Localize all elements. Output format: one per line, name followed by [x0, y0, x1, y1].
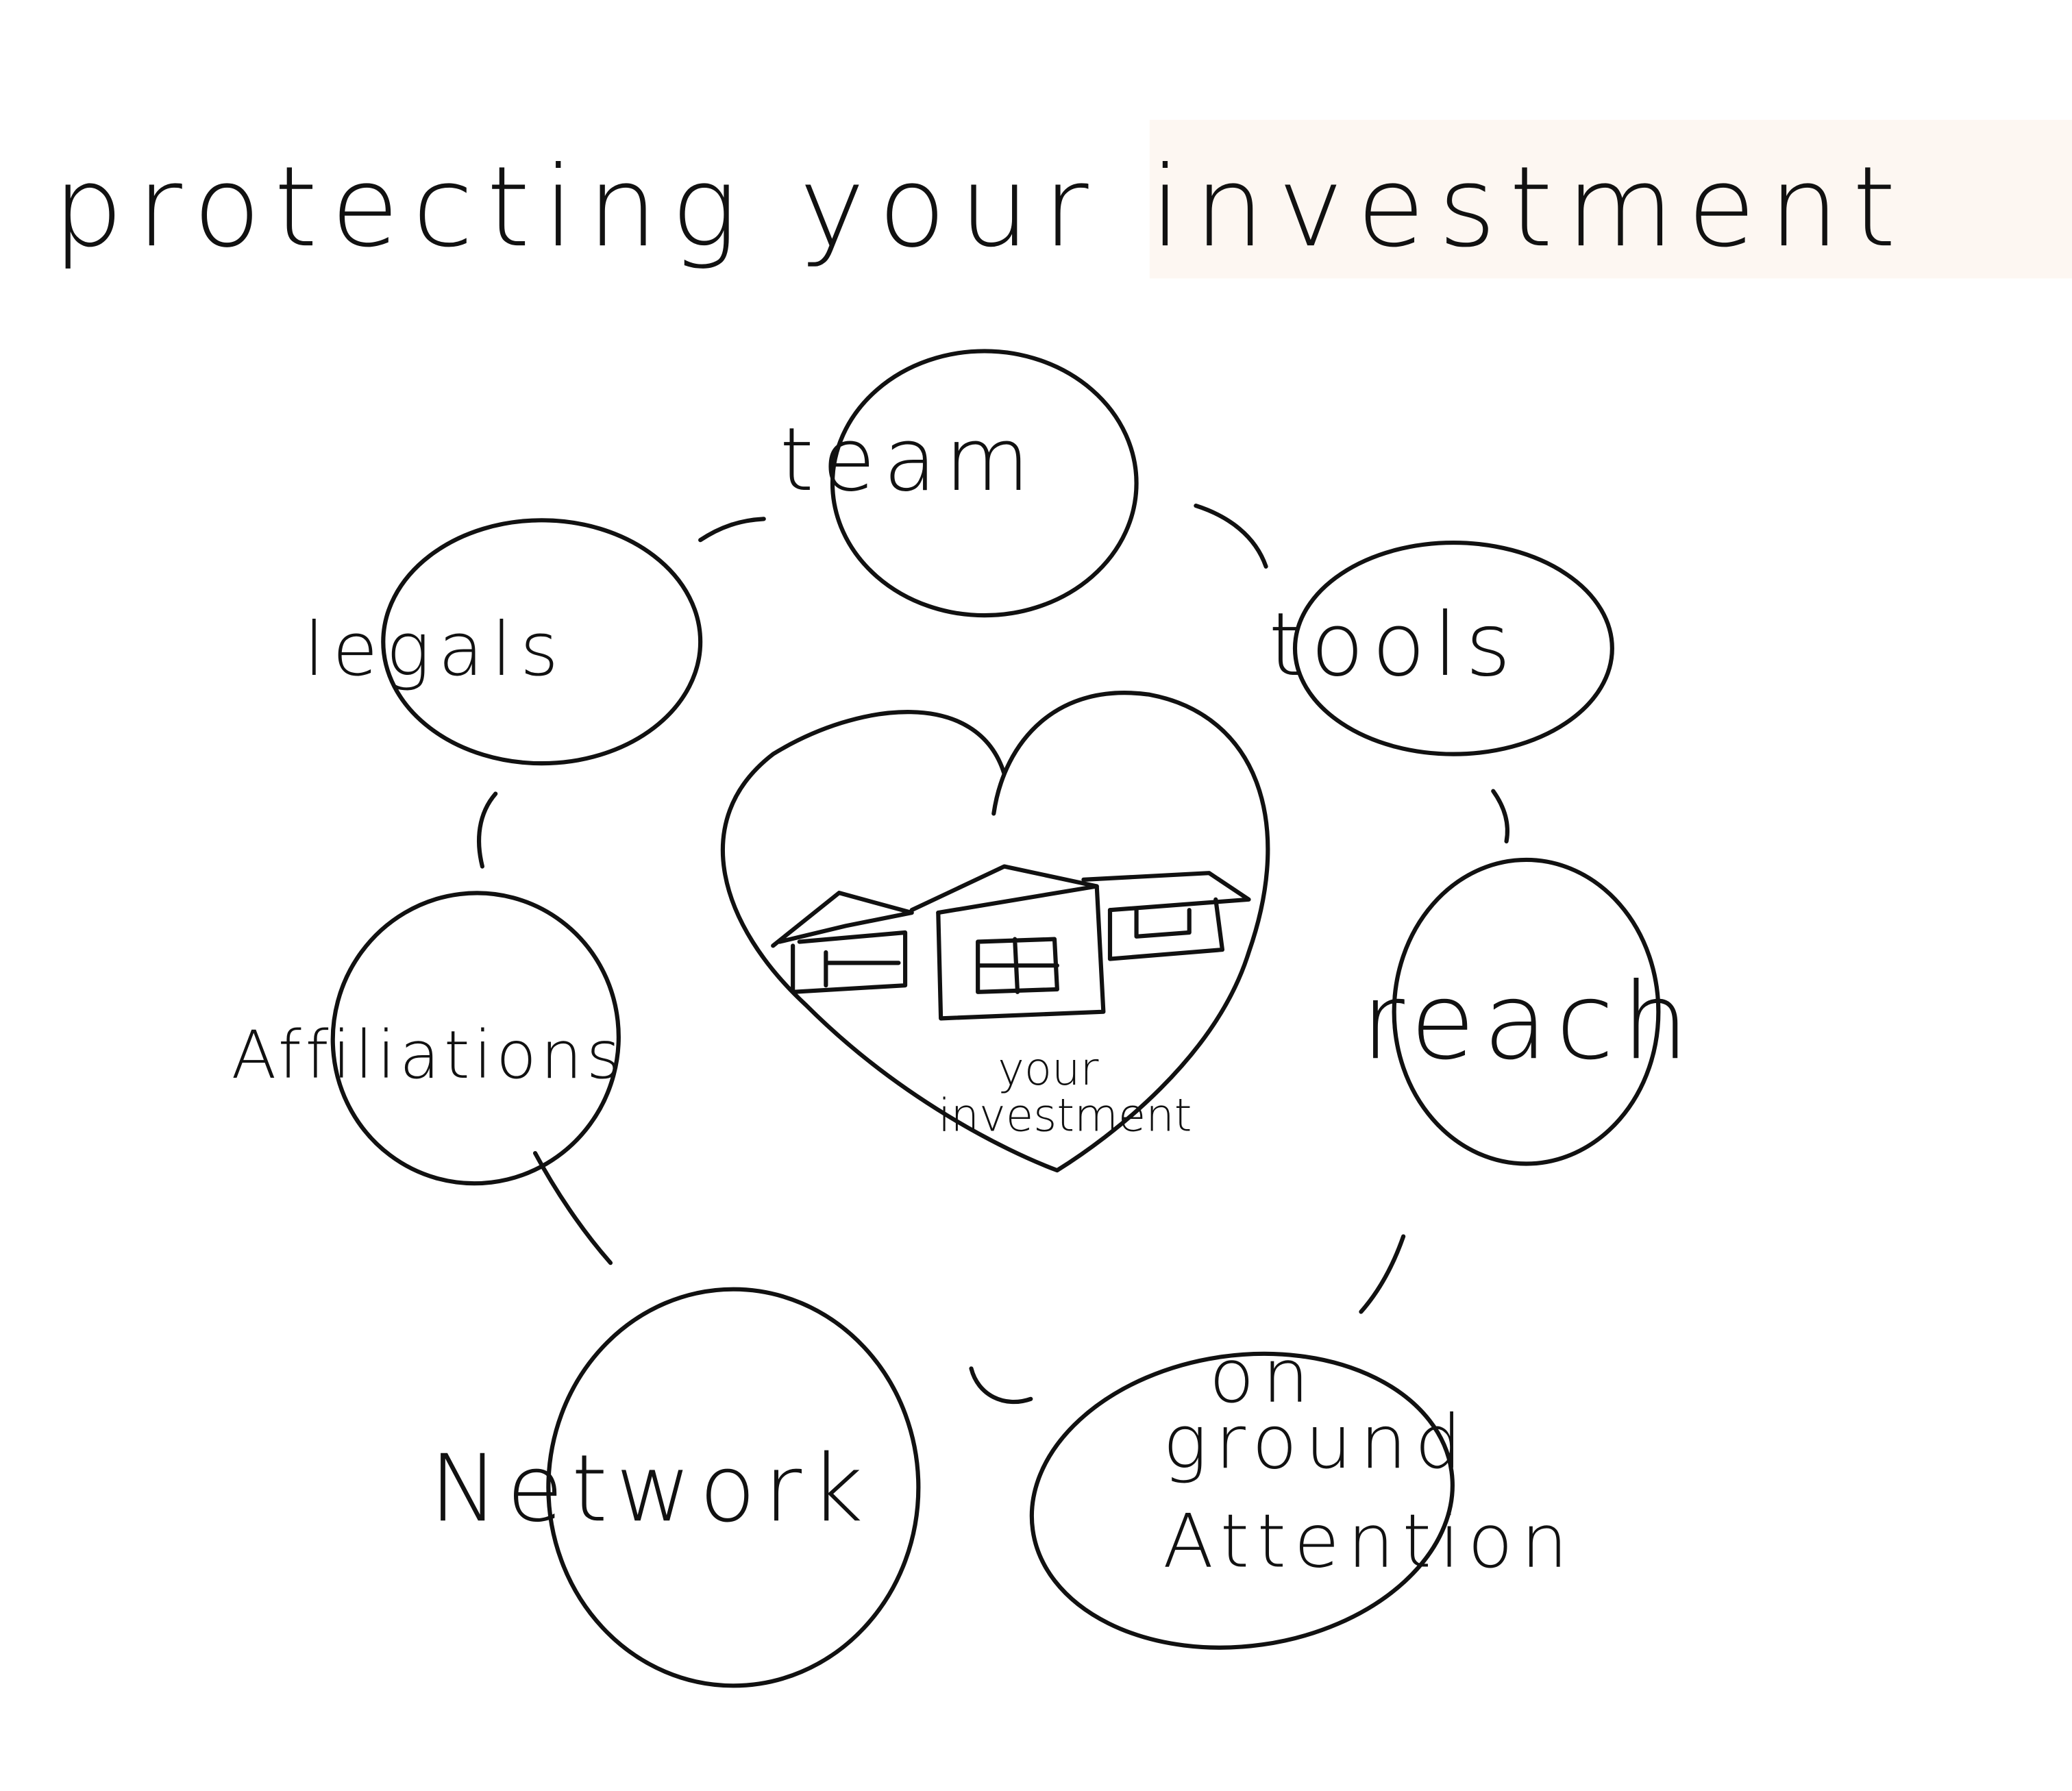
tools-circle [1292, 540, 1614, 756]
team-circle [830, 349, 1139, 618]
connector-attention-network [969, 1366, 1033, 1405]
legals-label: legals [304, 607, 567, 693]
connector-affiliations-legals [477, 791, 498, 869]
node-affiliations: Affiliations [232, 891, 625, 1186]
attention-circle [1029, 1351, 1455, 1650]
attention-label-line3: Attention [1163, 1499, 1576, 1585]
connector-legals-team [698, 517, 766, 543]
node-legals: legals [304, 518, 703, 766]
team-label: team [780, 410, 1037, 511]
node-network: Network [430, 1287, 921, 1688]
connector-tools-reach [1491, 789, 1509, 844]
network-circle [546, 1287, 921, 1688]
house-icon [771, 864, 1251, 1021]
node-tools: tools [1268, 540, 1614, 756]
paper-tint [1149, 119, 2072, 279]
reach-circle [1392, 857, 1661, 1166]
network-label: Network [430, 1435, 872, 1542]
tools-label: tools [1268, 595, 1518, 696]
connector-reach-attention [1359, 1234, 1406, 1314]
connectors [477, 503, 1509, 1405]
center-label-line1: your [998, 1043, 1098, 1096]
affiliations-circle [330, 891, 621, 1186]
reach-label: reach [1361, 961, 1697, 1083]
affiliations-label: Affiliations [232, 1017, 625, 1094]
node-team: team [780, 349, 1139, 618]
attention-label-line2: ground [1163, 1400, 1470, 1485]
connector-team-tools [1194, 503, 1268, 569]
legals-circle [381, 518, 703, 766]
heart-icon [720, 691, 1270, 1173]
connector-network-affiliations [532, 1150, 613, 1265]
center-heart: your investment [720, 691, 1270, 1173]
node-reach: reach [1361, 857, 1697, 1166]
diagram-title: protecting your investment [53, 143, 1909, 272]
attention-label-line1: on [1209, 1334, 1318, 1420]
center-label-line2: investment [938, 1089, 1192, 1141]
node-attention: on ground Attention [1029, 1334, 1576, 1650]
